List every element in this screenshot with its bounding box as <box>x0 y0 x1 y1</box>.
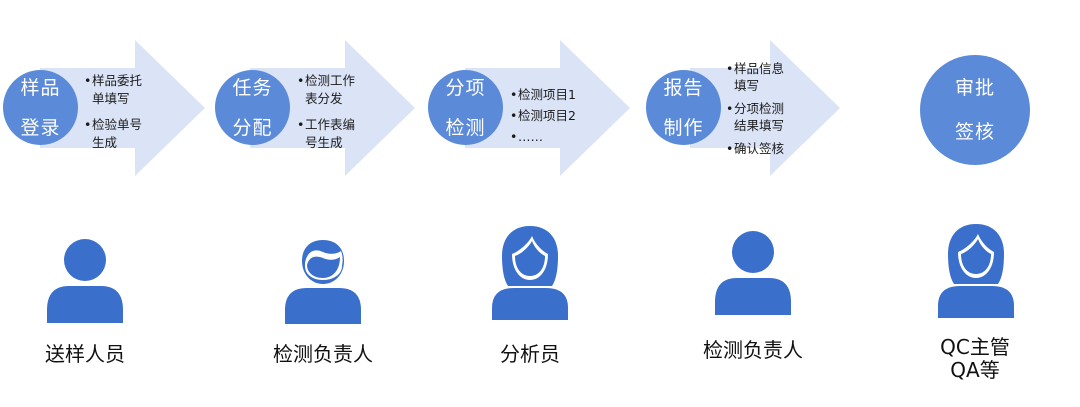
step-4-bullet-1: • 样品信息 填写 <box>726 60 806 94</box>
step-4-bullet-3: • 确认签核 <box>726 140 806 157</box>
step-4-bullets: • 样品信息 填写 • 分项检测 结果填写 • 确认签核 <box>726 60 806 157</box>
step-circle-3: 分项 检测 <box>428 70 503 145</box>
bullet-text: 工作表编 号生成 <box>305 117 356 150</box>
bullet-dot: • <box>510 87 518 102</box>
step-circle-2: 任务 分配 <box>215 70 290 145</box>
step-5-line1: 审批 <box>954 77 995 99</box>
bullet-text: 检验单号 生成 <box>92 117 143 150</box>
bullet-text: 分项检测 结果填写 <box>734 101 785 133</box>
step-circle-1: 样品 登录 <box>3 70 78 145</box>
step-3-line2: 检测 <box>445 116 486 139</box>
flow-arrow-2 <box>250 40 415 176</box>
bullet-dot: • <box>84 117 92 132</box>
bullet-dot: • <box>726 101 734 116</box>
step-1-line2: 登录 <box>20 116 61 139</box>
bullet-text: 样品信息 填写 <box>734 61 785 93</box>
step-3-bullet-3: • …… <box>510 126 600 147</box>
step-2-line2: 分配 <box>232 116 273 139</box>
person-female-icon <box>938 224 1014 318</box>
step-3-line1: 分项 <box>445 76 486 99</box>
bullet-dot: • <box>84 73 92 88</box>
bullet-dot: • <box>297 73 305 88</box>
role-label-3: 分析员 <box>500 342 560 366</box>
step-2-bullet-1: • 检测工作 表分发 <box>297 72 369 108</box>
flow-arrow-1 <box>40 40 205 176</box>
bullet-dot: • <box>510 108 518 123</box>
step-3-bullets: • 检测项目1 • 检测项目2 • …… <box>510 84 600 147</box>
bullet-text: 检测项目1 <box>518 87 576 102</box>
step-1-bullet-2: • 检验单号 生成 <box>84 116 154 152</box>
person-male-icon <box>47 239 123 323</box>
bullet-text: 样品委托 单填写 <box>92 73 143 106</box>
bullet-dot: • <box>297 117 305 132</box>
bullet-dot: • <box>726 141 734 156</box>
step-2-bullets: • 检测工作 表分发 • 工作表编 号生成 <box>297 72 369 152</box>
step-4-line2: 制作 <box>663 116 704 139</box>
role-label-2: 检测负责人 <box>273 342 373 366</box>
bullet-dot: • <box>726 61 734 76</box>
bullet-text: 确认签核 <box>734 141 785 156</box>
step-1-line1: 样品 <box>20 76 61 99</box>
step-4-bullet-2: • 分项检测 结果填写 <box>726 100 806 134</box>
bullet-dot: • <box>510 129 518 144</box>
step-1-bullets: • 样品委托 单填写 • 检验单号 生成 <box>84 72 154 152</box>
bullet-text: 检测项目2 <box>518 108 576 123</box>
person-male-icon <box>715 231 791 315</box>
step-2-line1: 任务 <box>232 76 273 99</box>
flow-arrow-3 <box>465 40 630 176</box>
step-3-bullet-1: • 检测项目1 <box>510 84 600 105</box>
role-label-1: 送样人员 <box>45 342 125 366</box>
step-2-bullet-2: • 工作表编 号生成 <box>297 116 369 152</box>
role-label-4: 检测负责人 <box>703 338 803 362</box>
step-5-line2: 签核 <box>954 121 995 143</box>
step-circle-5: 审批 签核 <box>920 55 1030 165</box>
step-circle-4: 报告 制作 <box>646 70 721 145</box>
person-male-hair-icon <box>285 240 361 324</box>
person-female-icon <box>492 226 568 320</box>
step-1-bullet-1: • 样品委托 单填写 <box>84 72 154 108</box>
role-label-5: QC主管 QA等 <box>940 335 1010 382</box>
bullet-text: 检测工作 表分发 <box>305 73 356 106</box>
flow-arrow-4 <box>690 40 840 176</box>
bullet-text: …… <box>518 129 543 144</box>
step-3-bullet-2: • 检测项目2 <box>510 105 600 126</box>
step-4-line1: 报告 <box>663 76 704 99</box>
